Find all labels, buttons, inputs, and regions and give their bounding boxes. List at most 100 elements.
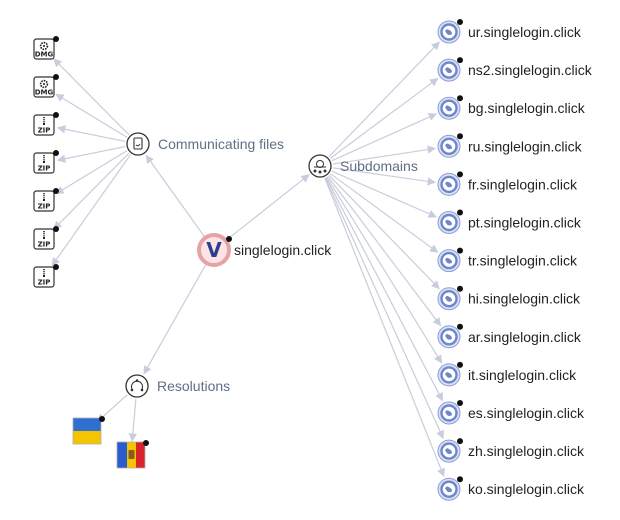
node-badge-dot: [457, 323, 463, 330]
zipper-icon: [43, 193, 45, 201]
edge-subdomains-to-2: [330, 77, 439, 159]
zipper-icon: [43, 155, 45, 163]
edge-subdomains-to-1: [328, 41, 440, 158]
subdomain-node[interactable]: ar.singlelogin.click: [437, 323, 582, 349]
file-node-zip[interactable]: ZIP: [33, 226, 59, 250]
root-node-ring: [197, 233, 231, 267]
edge-subdomains-to-6: [331, 170, 437, 218]
file-type-label: ZIP: [38, 203, 51, 211]
node-badge-dot: [457, 57, 463, 64]
subdomain-label: it.singlelogin.click: [468, 367, 577, 383]
edge-files-to-file-2: [55, 93, 128, 138]
edge-resolutions-to-flag-2: [128, 398, 138, 442]
globe-icon: [437, 58, 461, 82]
node-badge-dot: [457, 171, 463, 178]
edge-subdomains-to-11: [325, 177, 444, 402]
subdomain-node[interactable]: fr.singlelogin.click: [437, 171, 578, 196]
zipper-icon: [43, 269, 45, 277]
subdomain-label: ko.singlelogin.click: [468, 481, 585, 497]
communicating-files-node[interactable]: Communicating files: [126, 132, 284, 156]
globe-icon: [437, 439, 461, 463]
subdomain-label: ns2.singlelogin.click: [468, 62, 593, 78]
node-badge-dot: [457, 361, 463, 368]
subdomain-label: ur.singlelogin.click: [468, 24, 582, 40]
resolutions-node-label: Resolutions: [157, 378, 230, 394]
moldova-flag-icon[interactable]: [116, 440, 149, 469]
edge-files-to-file-6: [53, 152, 130, 230]
file-node-dmg[interactable]: DMG: [33, 36, 59, 60]
resolutions-node[interactable]: Resolutions: [125, 374, 230, 398]
globe-icon: [437, 325, 461, 349]
file-node-zip[interactable]: ZIP: [33, 112, 59, 136]
file-node-zip[interactable]: ZIP: [33, 264, 59, 288]
globe-icon: [437, 249, 461, 273]
subdomain-label: zh.singlelogin.click: [468, 443, 585, 459]
gear-icon: [39, 41, 49, 51]
edge-subdomains-to-3: [331, 113, 437, 162]
edge-files-to-file-4: [56, 145, 126, 163]
file-node-zip[interactable]: ZIP: [33, 188, 59, 212]
globe-icon: [437, 477, 461, 501]
subdomain-node[interactable]: ns2.singlelogin.click: [437, 57, 593, 82]
node-badge-dot: [143, 440, 149, 446]
edge-subdomains-to-7: [330, 173, 439, 253]
edge-files-to-file-7: [51, 154, 131, 267]
zipper-icon: [43, 117, 45, 125]
subdomain-node[interactable]: es.singlelogin.click: [437, 400, 585, 425]
subdomains-node[interactable]: Subdomains: [308, 154, 418, 178]
subdomain-label: ru.singlelogin.click: [468, 138, 583, 154]
node-badge-dot: [457, 209, 463, 216]
file-node-dmg[interactable]: DMG: [33, 74, 59, 98]
globe-icon: [437, 363, 461, 387]
node-badge-dot: [457, 95, 463, 102]
edge-root-to-resolutions: [143, 263, 207, 375]
globe-icon: [437, 401, 461, 425]
globe-icon: [437, 172, 461, 196]
subdomain-node[interactable]: ru.singlelogin.click: [437, 133, 583, 158]
globe-icon: [437, 20, 461, 44]
edge-subdomains-to-8: [328, 174, 440, 290]
subdomain-node[interactable]: pt.singlelogin.click: [437, 209, 582, 234]
file-icon: [133, 137, 143, 150]
subdomain-label: es.singlelogin.click: [468, 405, 585, 421]
subdomain-node[interactable]: zh.singlelogin.click: [437, 438, 585, 463]
subdomain-node[interactable]: ur.singlelogin.click: [437, 19, 582, 44]
graph-edges: [51, 41, 445, 477]
subdomain-node[interactable]: hi.singlelogin.click: [437, 285, 581, 311]
root-domain-label: singlelogin.click: [234, 242, 332, 258]
subdomain-label: pt.singlelogin.click: [468, 215, 582, 231]
gear-icon: [39, 79, 49, 89]
globe-icon: [437, 96, 461, 120]
edge-root-to-subdomains: [226, 174, 310, 241]
zipper-icon: [43, 231, 45, 239]
ukraine-flag-icon[interactable]: [72, 416, 105, 445]
edge-subdomains-to-4: [332, 145, 436, 165]
subdomain-node[interactable]: it.singlelogin.click: [437, 361, 577, 387]
file-type-label: DMG: [35, 89, 54, 97]
subdomain-label: tr.singlelogin.click: [468, 253, 578, 269]
node-badge-dot: [457, 400, 463, 406]
file-type-label: ZIP: [38, 279, 51, 287]
node-badge-dot: [457, 133, 463, 140]
globe-icon: [437, 287, 461, 311]
subdomain-node[interactable]: ko.singlelogin.click: [437, 476, 585, 501]
subdomain-label: bg.singlelogin.click: [468, 100, 586, 116]
node-badge-dot: [457, 19, 463, 25]
subdomain-node[interactable]: bg.singlelogin.click: [437, 95, 586, 120]
node-badge-dot: [53, 188, 59, 194]
edge-subdomains-to-13: [324, 177, 445, 477]
file-node-zip[interactable]: ZIP: [33, 150, 59, 174]
resolutions-node-circle: [125, 374, 149, 398]
globe-icon: [437, 134, 461, 158]
globe-icon: [437, 211, 461, 234]
subdomain-node[interactable]: tr.singlelogin.click: [437, 247, 578, 273]
subdomain-label: fr.singlelogin.click: [468, 176, 578, 192]
file-type-label: ZIP: [38, 165, 51, 173]
subdomain-label: hi.singlelogin.click: [468, 291, 581, 307]
node-badge-dot: [53, 150, 59, 156]
node-badge-dot: [99, 416, 105, 422]
subdomains-node-circle: [308, 154, 332, 178]
